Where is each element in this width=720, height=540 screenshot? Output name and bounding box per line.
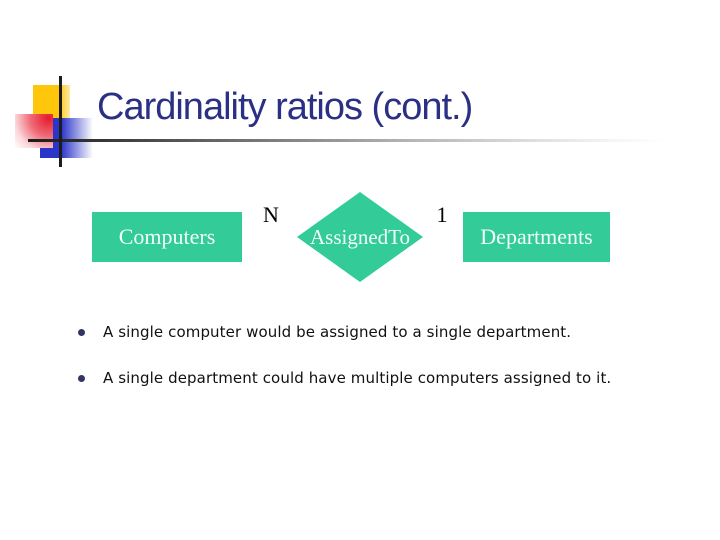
bullet-text: A single computer would be assigned to a… [103,323,572,341]
decoration-vertical-line [59,76,62,167]
bullet-dot-icon [78,375,85,382]
entity-box-departments: Departments [463,212,610,262]
bullet-item: A single department could have multiple … [78,368,678,389]
cardinality-n-label: N [263,202,279,227]
relationship-label: AssignedTo [309,224,411,249]
slide-title: Cardinality ratios (cont.) [97,86,473,128]
entity-label-departments: Departments [480,224,593,249]
bullet-text: A single department could have multiple … [103,369,612,387]
entity-box-computers: Computers [92,212,242,262]
entity-label-computers: Computers [118,224,216,249]
decoration-yellow-square [33,85,70,118]
title-underline-rule [28,139,668,142]
decoration-red-square [15,114,53,148]
bullet-dot-icon [78,329,85,336]
bullet-item: A single computer would be assigned to a… [78,322,678,343]
cardinality-1-label: 1 [436,202,448,227]
